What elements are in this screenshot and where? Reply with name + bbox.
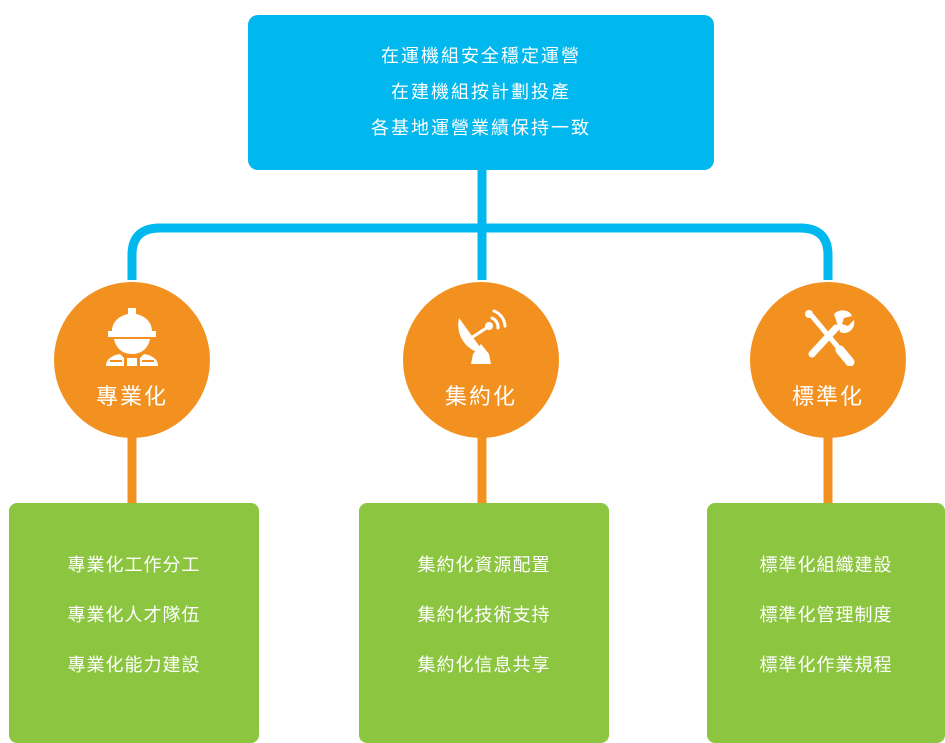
tools-icon bbox=[805, 310, 855, 366]
goal-line-3: 各基地運營業績保持一致 bbox=[371, 117, 591, 139]
list-item: 標準化組織建設 bbox=[759, 555, 893, 576]
branch-line bbox=[127, 223, 833, 280]
pillar-circle-intensive: 集約化 bbox=[403, 282, 559, 438]
pillar-title-standard: 標準化 bbox=[791, 385, 864, 410]
goal-box: 在運機組安全穩定運營 在建機組按計劃投產 各基地運營業績保持一致 bbox=[248, 15, 714, 170]
list-item: 專業化能力建設 bbox=[67, 655, 201, 676]
worker-hardhat-icon bbox=[106, 308, 158, 366]
goal-line-1: 在運機組安全穩定運營 bbox=[381, 45, 581, 67]
satellite-dish-icon bbox=[458, 309, 507, 364]
list-item: 專業化人才隊伍 bbox=[67, 605, 201, 626]
pillar-circle-standard: 標準化 bbox=[750, 282, 906, 438]
pillar-title-professional: 專業化 bbox=[95, 385, 168, 410]
list-item: 集約化技術支持 bbox=[417, 605, 551, 626]
list-item: 專業化工作分工 bbox=[67, 555, 201, 576]
pillar-items-professional: 專業化工作分工 專業化人才隊伍 專業化能力建設 bbox=[9, 503, 259, 743]
goal-line-2: 在建機組按計劃投產 bbox=[391, 81, 571, 103]
list-item: 標準化管理制度 bbox=[759, 605, 893, 626]
list-item: 標準化作業規程 bbox=[759, 655, 893, 676]
list-item: 集約化信息共享 bbox=[417, 655, 551, 676]
list-item: 集約化資源配置 bbox=[417, 555, 551, 576]
pillar-items-intensive: 集約化資源配置 集約化技術支持 集約化信息共享 bbox=[359, 503, 609, 743]
pillar-items-standard: 標準化組織建設 標準化管理制度 標準化作業規程 bbox=[707, 503, 945, 743]
pillar-title-intensive: 集約化 bbox=[444, 385, 517, 410]
pillar-circle-professional: 專業化 bbox=[54, 282, 210, 438]
